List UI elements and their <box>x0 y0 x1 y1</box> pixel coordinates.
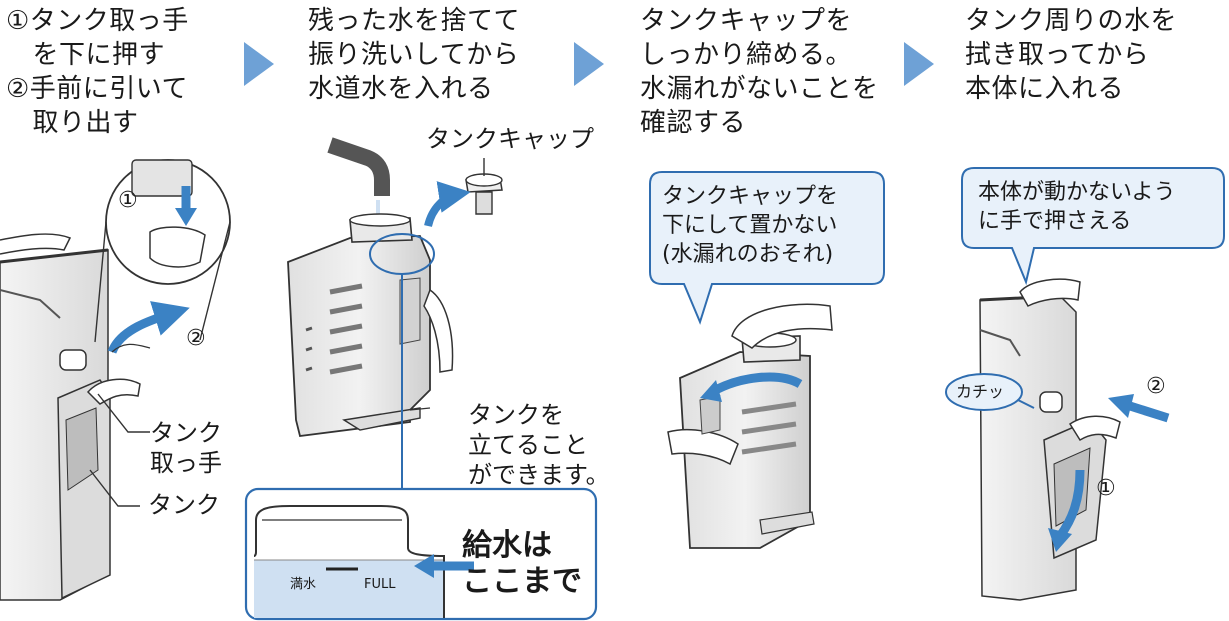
fill-level-detail <box>244 487 598 621</box>
step1-pull-label-2: ② <box>186 326 206 351</box>
step4-push-label-2: ② <box>1146 374 1166 399</box>
fill-limit-note: 給水は ここまで <box>462 528 582 599</box>
step2-tank-illustration <box>287 137 503 488</box>
tank-handle-label: タンク 取っ手 <box>150 419 222 477</box>
step3-callout-bubble <box>649 171 885 325</box>
click-sound-label: カチッ <box>956 382 1005 401</box>
tank-stand-note: タンクを 立てること ができます。 <box>468 401 610 489</box>
step3-tank-illustration <box>667 303 833 549</box>
tank-cap-label: タンクキャップ <box>426 125 594 153</box>
step4-callout-text: 本体が動かないよう に手で押さえる <box>978 180 1176 234</box>
step1-zoom-label-1: ① <box>118 188 138 213</box>
step-2-title: 残った水を捨てて 振り洗いしてから 水道水を入れる <box>308 6 521 104</box>
full-mark-en: FULL <box>364 577 396 592</box>
step1-unit-illustration <box>0 159 231 601</box>
full-mark-jp: 満水 <box>290 577 317 592</box>
step-3-title: タンクキャップを しっかり締める。 水漏れがないことを 確認する <box>640 6 879 138</box>
step4-insert-label-1: ① <box>1096 476 1116 501</box>
step4-unit-illustration <box>945 278 1170 601</box>
step3-callout-text: タンクキャップを 下にして置かない (水漏れのおそれ) <box>662 184 839 267</box>
step-4-title: タンク周りの水を 拭き取ってから 本体に入れる <box>965 6 1178 104</box>
step4-callout-bubble <box>961 167 1225 286</box>
tank-label: タンク <box>148 491 220 519</box>
step-1-title: ①タンク取っ手 を下に押す ②手前に引いて 取り出す <box>6 6 189 138</box>
step-arrow-1-icon <box>244 42 274 86</box>
step-arrow-3-icon <box>904 42 934 86</box>
tank-cap-icon <box>465 158 503 215</box>
step-arrow-2-icon <box>574 42 604 86</box>
